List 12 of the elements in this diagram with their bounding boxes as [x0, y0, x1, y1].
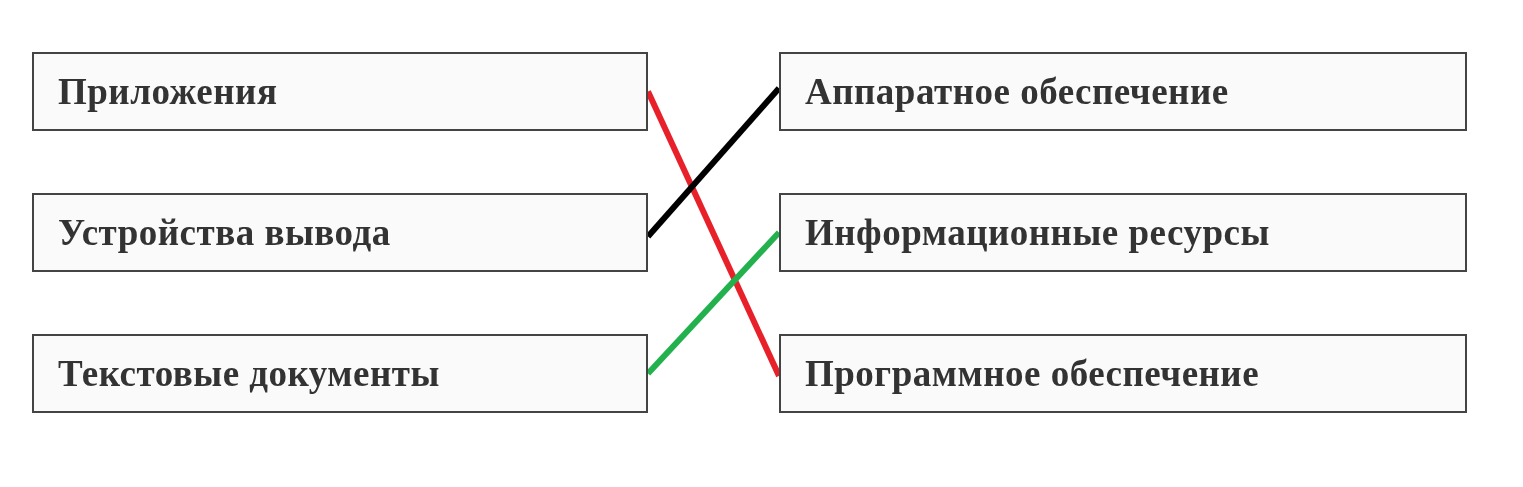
label-box	[32, 334, 648, 413]
label-box	[32, 52, 648, 131]
label-box	[779, 52, 1467, 131]
box-label: Текстовые документы	[58, 352, 440, 395]
label-box	[779, 334, 1467, 413]
box-label: Информационные ресурсы	[805, 211, 1270, 254]
box-label: Аппаратное обеспечение	[805, 70, 1229, 113]
box-label: Программное обеспечение	[805, 352, 1260, 395]
box-label: Приложения	[58, 70, 278, 113]
label-box	[779, 193, 1467, 272]
label-box	[32, 193, 648, 272]
box-label: Устройства вывода	[58, 211, 391, 254]
